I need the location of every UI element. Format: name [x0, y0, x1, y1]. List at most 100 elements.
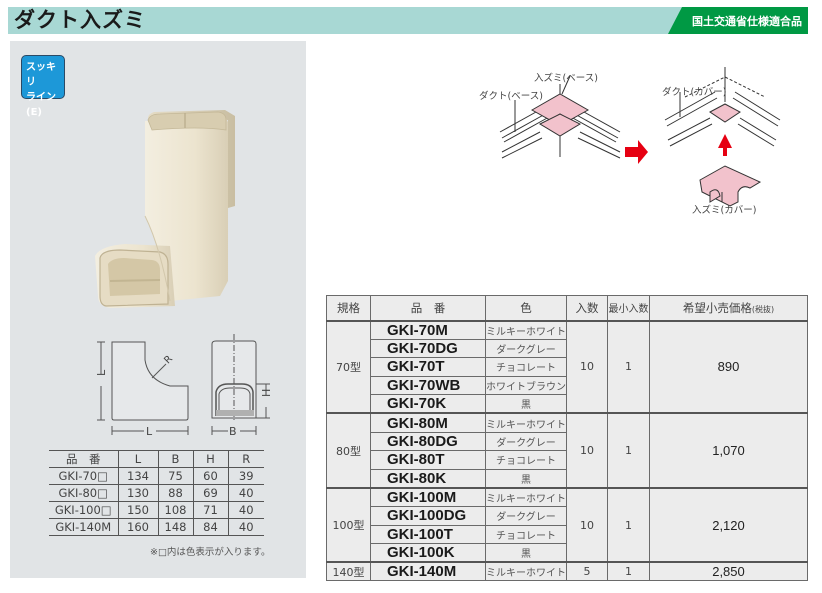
dim-label-r: R: [162, 354, 175, 367]
part-number: GKI-80T: [370, 450, 486, 470]
dim-cell: GKI-80□: [58, 486, 109, 500]
header-price-tax-note: (税抜): [751, 304, 775, 314]
line-badge-text-1: スッキリ: [26, 62, 56, 88]
size-cell: 100型: [326, 487, 371, 563]
table-row: 100型 GKI-100M ミルキーホワイト 10 1 2,120: [326, 487, 808, 563]
installation-illustration: [499, 67, 781, 207]
color-name: 黒: [485, 394, 567, 414]
dim-cell: 130: [117, 484, 158, 502]
color-code-note: ※□内は色表示が入ります。: [150, 547, 271, 558]
product-photo: [95, 110, 235, 308]
color-name: ダークグレー: [485, 505, 567, 526]
color-name: チョコレート: [485, 357, 567, 377]
dim-cell: 60: [192, 467, 228, 485]
group-80: 80型 GKI-80M ミルキーホワイト 10 1 1,070 GKI-80DG…: [326, 412, 808, 489]
product-line-badge: スッキリ ライン(E): [21, 55, 65, 118]
dimension-table: 品 番 L B H R GKI-70□ 134 75 60 39 GKI-80□…: [49, 450, 264, 536]
dim-header-h: H: [192, 450, 228, 468]
part-number: GKI-100M: [370, 487, 486, 507]
dim-cell: 148: [157, 518, 193, 536]
min-qty-cell: 1: [607, 561, 650, 582]
qty-cell: 10: [566, 412, 608, 489]
spec-compliance-badge: 国土交通省仕様適合品: [668, 7, 808, 34]
label-duct-cover: ダクト(カバー): [662, 87, 727, 98]
spec-badge-label: 国土交通省仕様適合品: [692, 15, 802, 28]
min-qty-cell: 1: [607, 412, 650, 489]
dim-cell: GKI-70□: [58, 469, 109, 483]
color-name: ミルキーホワイト: [485, 561, 567, 582]
part-number: GKI-70DG: [370, 338, 486, 359]
dimension-drawing: L L R B H: [95, 334, 273, 438]
color-name: ミルキーホワイト: [485, 412, 567, 433]
dim-cell: 150: [117, 501, 158, 519]
part-number: GKI-100DG: [370, 505, 486, 526]
dim-cell: GKI-100□: [54, 503, 112, 517]
header-qty: 入数: [566, 295, 608, 321]
dim-cell: 39: [227, 467, 264, 485]
dim-cell: 108: [157, 501, 193, 519]
part-number: GKI-140M: [370, 561, 486, 582]
group-140: 140型 GKI-140M ミルキーホワイト 5 1 2,850: [326, 561, 808, 582]
color-name: ミルキーホワイト: [485, 487, 567, 507]
header-min-qty: 最小入数: [607, 295, 650, 321]
table-row: 80型 GKI-80M ミルキーホワイト 10 1 1,070: [326, 412, 808, 489]
dim-cell: 40: [227, 484, 264, 502]
part-number: GKI-100K: [370, 543, 486, 563]
size-cell: 140型: [326, 561, 371, 582]
color-name: ダークグレー: [485, 431, 567, 452]
header-color: 色: [485, 295, 567, 321]
dim-cell: 69: [192, 484, 228, 502]
table-row: GKI-140M 160 148 84 40: [49, 518, 264, 536]
table-row: 70型 GKI-70M ミルキーホワイト 10 1 890: [326, 320, 808, 414]
dim-header-l: L: [117, 450, 158, 468]
dim-cell: 134: [117, 467, 158, 485]
color-name: ミルキーホワイト: [485, 320, 567, 340]
dim-table-header-row: 品 番 L B H R: [49, 450, 264, 468]
dim-label-l-vertical: L: [95, 369, 108, 376]
label-fitting-base: 入ズミ(ベース): [534, 73, 598, 84]
dim-cell: 40: [227, 501, 264, 519]
label-fitting-cover: 入ズミ(カバー): [692, 205, 757, 216]
part-number: GKI-100T: [370, 524, 486, 545]
table-row: 140型 GKI-140M ミルキーホワイト 5 1 2,850: [326, 561, 808, 582]
qty-cell: 10: [566, 320, 608, 414]
price-cell: 890: [649, 320, 808, 414]
header-bar: ダクト入ズミ 国土交通省仕様適合品: [8, 7, 808, 34]
dim-header-r: R: [227, 450, 264, 468]
qty-cell: 5: [566, 561, 608, 582]
table-row: GKI-80□ 130 88 69 40: [49, 484, 264, 502]
part-number: GKI-70K: [370, 394, 486, 414]
price-table: 規格 品 番 色 入数 最小入数 希望小売価格(税抜) 70型 GKI-70M …: [326, 295, 808, 582]
header-price: 希望小売価格(税抜): [649, 295, 808, 321]
price-cell: 1,070: [649, 412, 808, 489]
part-number: GKI-70WB: [370, 375, 486, 396]
insert-up-arrow-icon: [718, 134, 732, 156]
color-name: チョコレート: [485, 450, 567, 470]
header-price-label: 希望小売価格: [682, 300, 752, 315]
header-size: 規格: [326, 295, 371, 321]
color-name: 黒: [485, 468, 567, 489]
color-name: ホワイトブラウン: [485, 375, 567, 396]
dim-cell: 84: [192, 518, 228, 536]
dim-cell: 71: [192, 501, 228, 519]
dim-cell: 40: [227, 518, 264, 536]
min-qty-cell: 1: [607, 487, 650, 563]
dim-header-b: B: [157, 450, 193, 468]
part-number: GKI-70T: [370, 357, 486, 377]
price-cell: 2,850: [649, 561, 808, 582]
size-cell: 70型: [326, 320, 371, 414]
table-row: GKI-100□ 150 108 71 40: [49, 501, 264, 519]
dim-cell: 88: [157, 484, 193, 502]
page-title: ダクト入ズミ: [14, 8, 146, 32]
dim-cell: 160: [117, 518, 158, 536]
size-cell: 80型: [326, 412, 371, 489]
